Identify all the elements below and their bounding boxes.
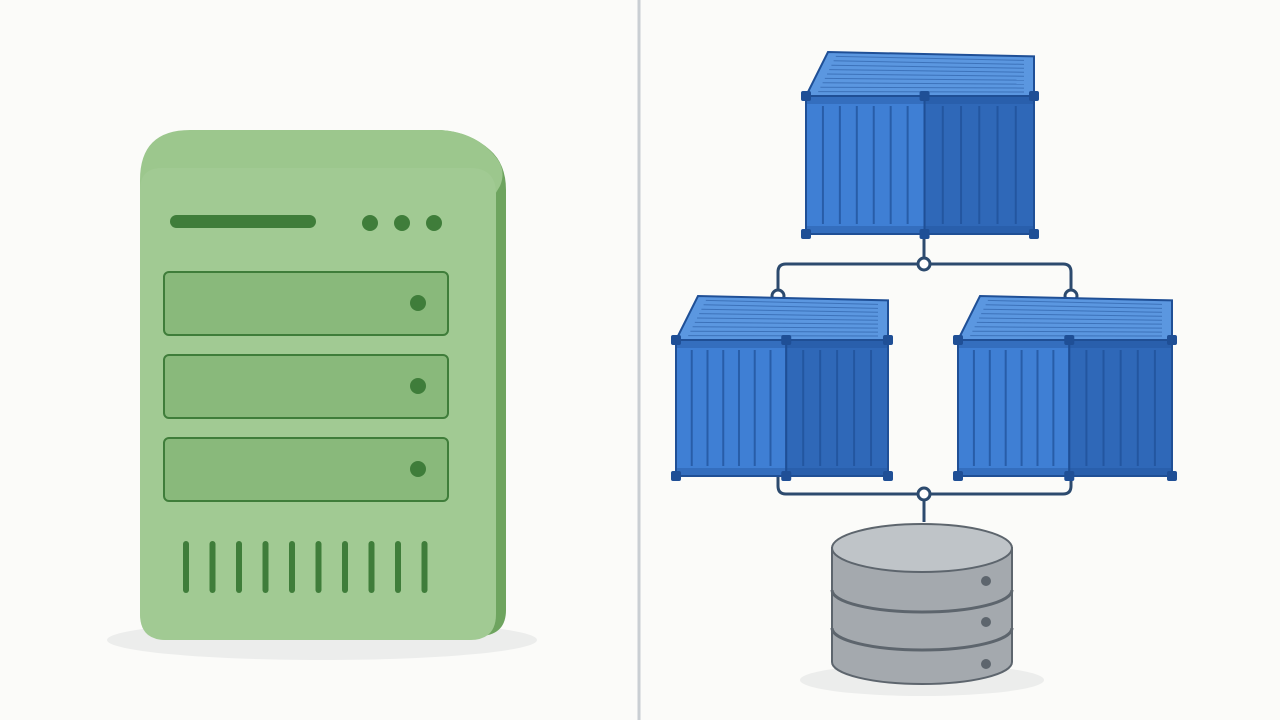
connector-node (916, 486, 932, 502)
status-light (426, 215, 442, 231)
database-led (981, 617, 991, 627)
vent-slot (342, 541, 348, 593)
container-corner (801, 91, 811, 101)
container-top-rib (703, 304, 879, 309)
container-corner (1064, 471, 1075, 481)
container-top-rib (690, 330, 879, 333)
database-ring (830, 627, 1014, 652)
status-lights (362, 215, 442, 231)
container-top-rib (976, 321, 1163, 325)
container-top-rib (829, 69, 1025, 73)
container-top-rib (692, 326, 879, 329)
container-top-rib (705, 299, 879, 305)
container-corner (1064, 335, 1075, 345)
database-icon (800, 523, 1044, 696)
container-top-rib (835, 55, 1025, 61)
vent-slot (421, 541, 428, 593)
database-top (831, 523, 1013, 573)
container-top-rib (833, 60, 1025, 65)
status-light (394, 215, 410, 231)
container-corner (781, 471, 792, 481)
drive-bay (163, 354, 449, 419)
container-top-rib (974, 326, 1163, 329)
drive-bay (163, 437, 449, 502)
container-corner (883, 335, 893, 345)
container-top-rib (831, 64, 1025, 69)
container-top-rib (694, 321, 879, 325)
shipping-container-icon (953, 294, 1177, 481)
container-top-rib (701, 308, 879, 313)
drive-led (410, 295, 426, 311)
container-top-rib (824, 77, 1025, 81)
container-top-rib (699, 313, 879, 317)
vent-slot (395, 541, 401, 593)
container-top-rib (822, 82, 1025, 85)
container-corner (1167, 471, 1177, 481)
drive-led (410, 461, 426, 477)
vent-slot (209, 541, 216, 593)
vent-slot (368, 541, 375, 593)
container-top-rib (983, 308, 1163, 313)
container-corner (1167, 335, 1177, 345)
drive-bay (163, 271, 449, 336)
vent-slot (183, 541, 189, 593)
database-led (981, 659, 991, 669)
shipping-container-icon (671, 294, 893, 481)
vent-slot (315, 541, 322, 593)
container-corner (801, 229, 811, 239)
drive-led (410, 378, 426, 394)
container-corner (1029, 229, 1039, 239)
shipping-container-icon (801, 50, 1039, 239)
vent-slots (183, 541, 428, 593)
container-corner (883, 471, 893, 481)
container-top-rib (981, 313, 1163, 317)
server-indicator-bar (170, 215, 316, 228)
physical-server-icon (107, 130, 537, 660)
container-architecture (671, 50, 1177, 696)
container-corner (953, 335, 963, 345)
status-light (362, 215, 378, 231)
container-top-rib (972, 330, 1163, 333)
container-top-rib (820, 86, 1025, 89)
drive-bays (163, 271, 449, 502)
container-corner (919, 91, 930, 101)
container-top-rib (987, 299, 1163, 305)
container-top-rib (826, 73, 1025, 77)
container-top-rib (696, 317, 879, 321)
database-led (981, 576, 991, 586)
container-corner (953, 471, 963, 481)
container-corner (781, 335, 792, 345)
vent-slot (289, 541, 295, 593)
database-body (831, 547, 1013, 685)
container-top-rib (985, 304, 1163, 309)
container-corner (671, 471, 681, 481)
container-top-rib (978, 317, 1163, 321)
database-ring (830, 589, 1014, 614)
connector-node (916, 256, 932, 272)
container-corner (671, 335, 681, 345)
vent-slot (236, 541, 242, 593)
container-corner (1029, 91, 1039, 101)
container-corner (919, 229, 930, 239)
container-front-face (805, 95, 926, 235)
vent-slot (262, 541, 269, 593)
